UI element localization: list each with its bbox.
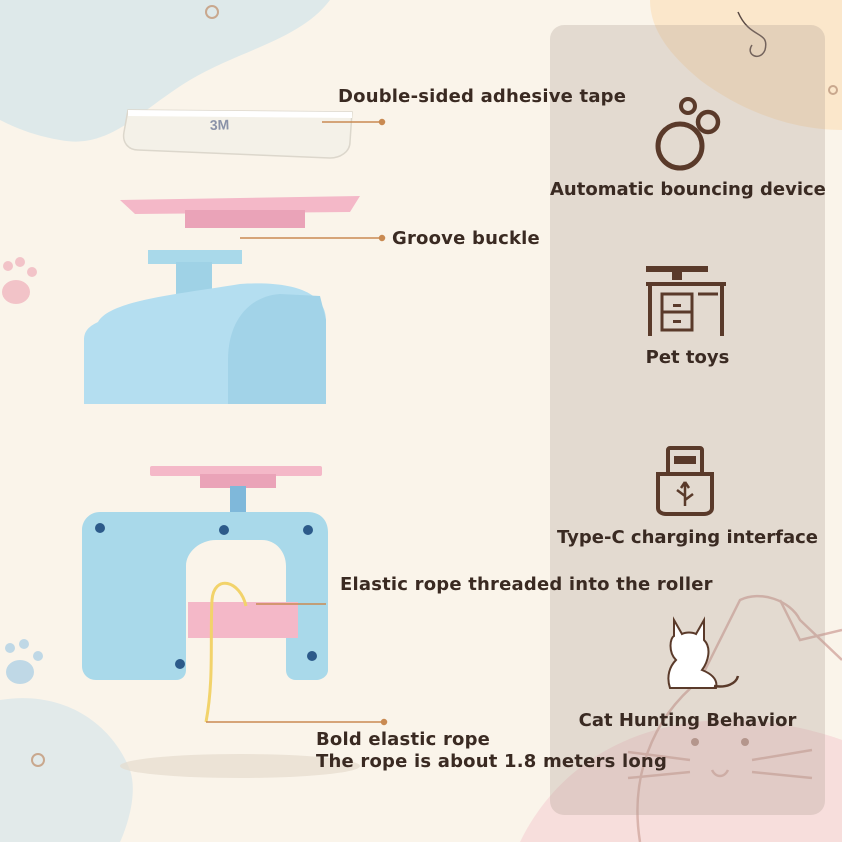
blue-blob-bottom-left — [0, 698, 133, 842]
callout-lines — [206, 118, 388, 726]
dot-decoration — [828, 85, 838, 95]
feature-label-type-c: Type-C charging interface — [557, 527, 818, 548]
device-top-part — [84, 250, 326, 404]
dot-decoration — [31, 753, 45, 767]
tape-print: 3M — [210, 116, 230, 133]
peach-blob-top-right — [650, 0, 842, 130]
callout-tape: Double-sided adhesive tape — [338, 86, 627, 107]
callout-bold-rope: Bold elastic rope — [316, 729, 491, 750]
feature-label-pet-toys: Pet toys — [645, 347, 730, 368]
callout-rope-length: The rope is about 1.8 meters long — [316, 751, 668, 772]
usb-plug-icon — [656, 446, 714, 516]
callout-groove-buckle: Groove buckle — [392, 228, 540, 249]
blue-blob-top-left — [0, 0, 330, 142]
paw-print-icon — [5, 639, 43, 684]
device-bottom-part — [82, 466, 360, 778]
paw-print-icon — [2, 257, 37, 304]
pink-blob-bottom-right — [520, 720, 842, 842]
feature-label-bouncing: Automatic bouncing device — [550, 179, 826, 200]
bubbles-icon — [655, 97, 721, 171]
groove-buckle-plate — [120, 196, 360, 228]
adhesive-tape-image — [122, 109, 353, 159]
callout-rope-threaded: Elastic rope threaded into the roller — [340, 574, 713, 595]
drawer-table-icon — [646, 266, 726, 336]
feature-label-cat-hunting: Cat Hunting Behavior — [578, 710, 797, 731]
swirl-decoration — [737, 11, 767, 58]
dot-decoration — [205, 5, 219, 19]
cat-silhouette-icon — [667, 616, 740, 689]
